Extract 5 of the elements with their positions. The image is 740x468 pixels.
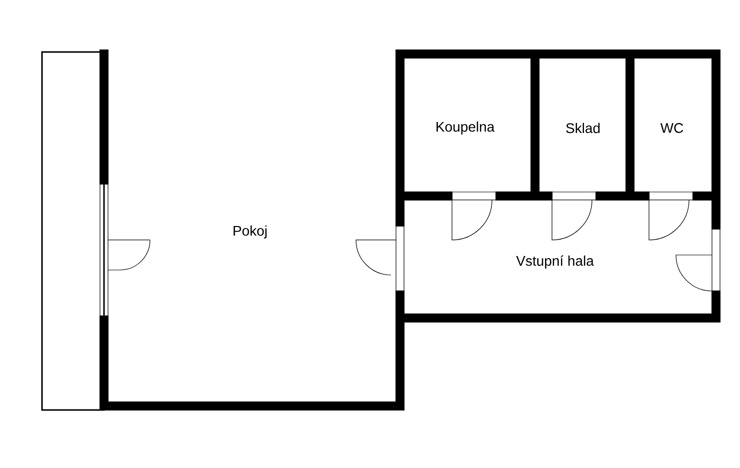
room-label: Koupelna — [436, 121, 495, 134]
room-label: Sklad — [566, 122, 600, 134]
room-label: Pokoj — [234, 225, 267, 238]
room-label: WC — [660, 123, 684, 133]
room-label: Vstupní hala — [516, 255, 594, 269]
